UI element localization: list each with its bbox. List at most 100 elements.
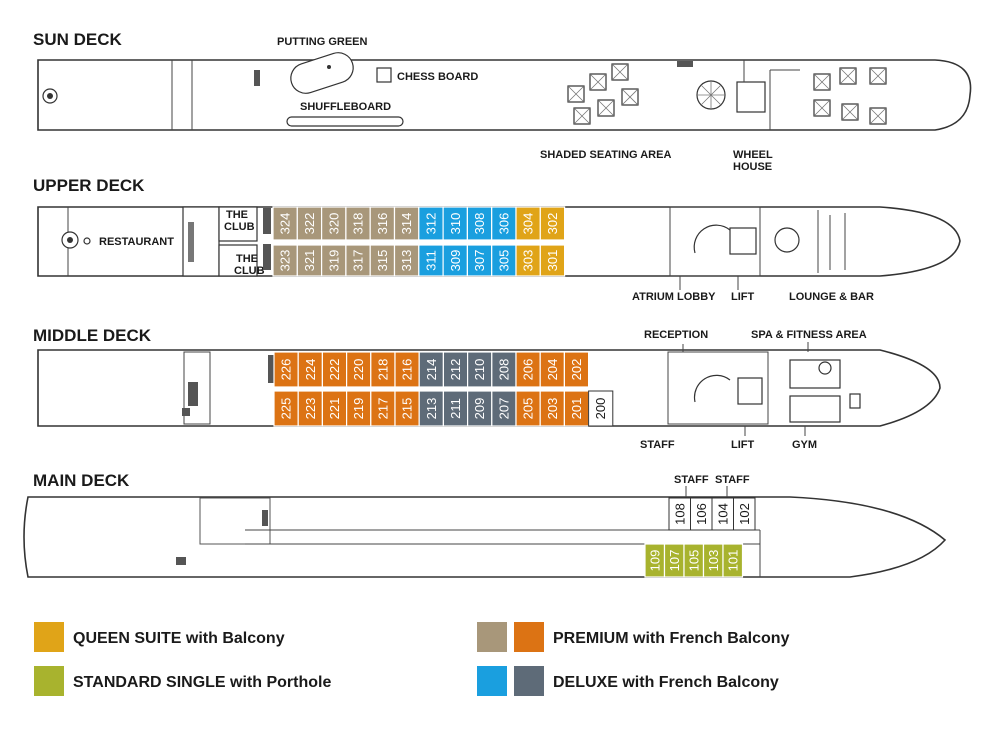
the-club-a-label-2: CLUB	[224, 221, 255, 233]
legend: QUEEN SUITE with Balcony STANDARD SINGLE…	[34, 622, 790, 696]
cabin-number-311: 311	[423, 250, 438, 271]
cabin-322	[296, 206, 323, 241]
cabin-number-316: 316	[375, 213, 390, 235]
cabin-317	[345, 244, 371, 277]
atrium-area	[669, 206, 761, 277]
cabin-number-209: 209	[472, 398, 487, 420]
cabin-number-103: 103	[706, 550, 721, 572]
gym-label: GYM	[792, 439, 817, 451]
cabin-number-205: 205	[521, 398, 536, 420]
cabin-number-307: 307	[472, 250, 487, 272]
upper-spiral-stair-icon	[774, 227, 800, 253]
cabin-number-317: 317	[351, 250, 366, 272]
cabin-212	[442, 351, 469, 388]
gym-area-box	[789, 395, 841, 423]
upper-deck: UPPER DECK RESTAURANT THE CLUB THE CLUB …	[33, 176, 961, 303]
cabin-number-206: 206	[521, 359, 536, 381]
main-staff-label-b: STAFF	[715, 474, 750, 486]
cabin-219	[346, 390, 372, 427]
cabin-number-219: 219	[351, 398, 366, 420]
cabin-313	[393, 244, 420, 277]
cabin-number-313: 313	[399, 250, 414, 272]
cabin-number-324: 324	[278, 213, 293, 235]
cabin-324	[272, 206, 298, 241]
cabin-number-319: 319	[326, 250, 341, 272]
main-deck-hull	[23, 496, 947, 578]
cabin-305	[491, 244, 517, 277]
cabin-number-106: 106	[694, 503, 709, 525]
chess-board-label: CHESS BOARD	[397, 71, 478, 83]
the-club-b-label-1: THE	[236, 253, 258, 265]
cabin-202	[563, 351, 590, 388]
main-staff-label-a: STAFF	[674, 474, 709, 486]
cabin-102	[733, 497, 756, 531]
cabin-200	[588, 390, 614, 427]
restaurant-label: RESTAURANT	[99, 236, 174, 248]
cabin-307	[466, 244, 493, 277]
cabin-215	[394, 390, 420, 427]
legend-swatch-deluxe-gray	[514, 666, 544, 696]
cabin-number-321: 321	[302, 250, 317, 272]
cabin-218	[370, 351, 396, 388]
cabin-number-304: 304	[521, 213, 536, 235]
upper-lift-label: LIFT	[731, 291, 754, 303]
cabin-number-101: 101	[725, 550, 740, 572]
sun-deck: SUN DECK PUTTING GREEN CHESS BOARD SHUFF…	[33, 30, 972, 173]
the-club-b	[218, 244, 258, 277]
atrium-stair-icon	[693, 224, 731, 254]
cabin-222	[321, 351, 348, 388]
cabin-206	[515, 351, 541, 388]
cabin-204	[539, 351, 566, 388]
shaded-seating-label: SHADED SEATING AREA	[540, 149, 671, 161]
cabin-210	[467, 351, 493, 388]
legend-swatch-premium-tan	[477, 622, 507, 652]
cabin-number-210: 210	[472, 359, 487, 381]
legend-label-premium: PREMIUM with French Balcony	[553, 630, 790, 647]
wheel-house-box	[736, 81, 766, 113]
cabin-number-314: 314	[399, 213, 414, 235]
sun-deck-stairs-icon	[254, 70, 260, 86]
shuffleboard-court	[286, 116, 404, 127]
the-club-a-label-1: THE	[226, 209, 248, 221]
cabin-208	[491, 351, 517, 388]
cabin-203	[539, 390, 566, 427]
upper-lift-icon	[729, 227, 757, 255]
cabin-216	[394, 351, 420, 388]
cabin-number-222: 222	[327, 359, 342, 381]
cabin-225	[273, 390, 299, 427]
cabin-number-203: 203	[545, 398, 560, 420]
legend-label-queen: QUEEN SUITE with Balcony	[73, 630, 285, 647]
cabin-number-213: 213	[424, 398, 439, 420]
cabin-number-218: 218	[375, 359, 390, 381]
cabin-number-217: 217	[375, 398, 390, 420]
legend-swatch-single	[34, 666, 64, 696]
cabin-number-211: 211	[448, 398, 463, 419]
upper-deck-title: UPPER DECK	[33, 176, 145, 195]
legend-swatch-queen	[34, 622, 64, 652]
cabin-223	[297, 390, 324, 427]
cabin-304	[515, 206, 541, 241]
the-club-b-label-2: CLUB	[234, 265, 265, 277]
middle-staff-label: STAFF	[640, 439, 675, 451]
main-deck-title: MAIN DECK	[33, 471, 130, 490]
reception-stair-icon	[693, 374, 731, 403]
putting-green-shape	[290, 52, 354, 94]
cabin-number-208: 208	[496, 359, 511, 381]
putting-green-label: PUTTING GREEN	[277, 36, 368, 48]
cabin-220	[346, 351, 372, 388]
shuffleboard-label: SHUFFLEBOARD	[300, 101, 391, 113]
cabin-number-312: 312	[423, 213, 438, 235]
cabin-number-323: 323	[278, 250, 293, 272]
cabin-312	[418, 206, 444, 241]
middle-lift-icon	[737, 377, 763, 405]
cabin-201	[563, 390, 590, 427]
sun-deck-hull	[37, 59, 972, 131]
cabin-number-224: 224	[303, 359, 318, 381]
cabin-320	[321, 206, 347, 241]
cabin-number-322: 322	[302, 213, 317, 235]
the-club-a	[218, 206, 258, 242]
cabin-308	[466, 206, 493, 241]
